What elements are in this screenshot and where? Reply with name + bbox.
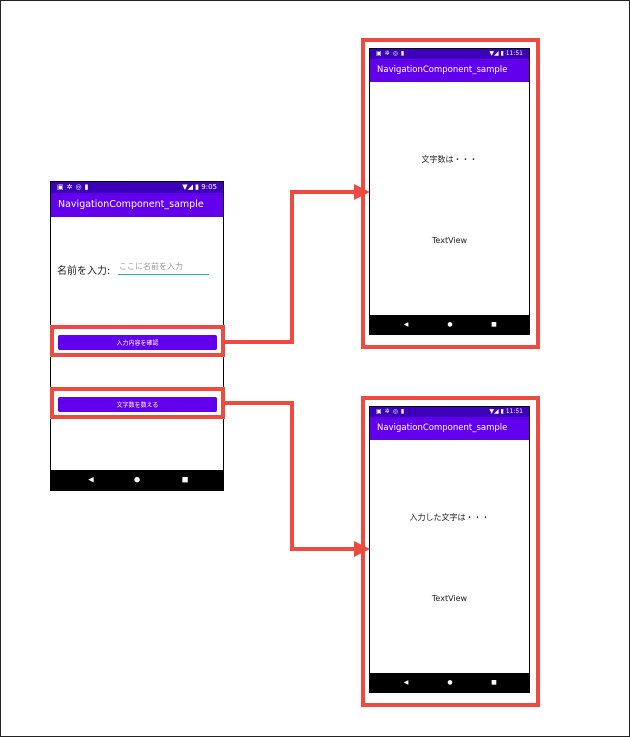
- back-icon[interactable]: ◀: [403, 320, 409, 328]
- home-icon[interactable]: ●: [447, 678, 453, 686]
- status-right: ▼◢ ▮ 11:51: [489, 408, 523, 415]
- status-bar: ▣✲◎▮ ▼◢ ▮ 11:51: [370, 49, 529, 59]
- arrow-head-icon: [354, 184, 370, 200]
- home-icon[interactable]: ●: [133, 475, 141, 484]
- count-characters-button[interactable]: 文字数を数える: [58, 397, 217, 412]
- app-bar-title: NavigationComponent_sample: [377, 65, 508, 75]
- count-result-phone: ▣✲◎▮ ▼◢ ▮ 11:51 NavigationComponent_samp…: [369, 48, 530, 335]
- confirm-input-button-label: 入力内容を確認: [116, 340, 159, 347]
- count-value-text: TextView: [431, 236, 468, 245]
- arrow-head-icon: [354, 541, 370, 557]
- main-screen-phone: ▣✲◎▮ ▼◢ ▮ 9:05 NavigationComponent_sampl…: [50, 181, 224, 491]
- input-value-text: TextView: [431, 594, 468, 603]
- app-bar: NavigationComponent_sample: [51, 193, 223, 217]
- recents-icon[interactable]: ■: [181, 475, 189, 484]
- status-right: ▼◢ ▮ 9:05: [182, 183, 217, 191]
- app-bar-title: NavigationComponent_sample: [377, 423, 508, 433]
- name-input-hint: ここに名前を入力: [119, 262, 183, 271]
- name-input[interactable]: ここに名前を入力: [118, 262, 209, 275]
- recents-icon[interactable]: ■: [491, 678, 497, 686]
- notification-icons: ▣✲◎▮: [376, 408, 408, 415]
- status-time: 11:51: [505, 50, 523, 57]
- status-right: ▼◢ ▮ 11:51: [489, 50, 523, 57]
- input-result-phone: ▣✲◎▮ ▼◢ ▮ 11:51 NavigationComponent_samp…: [369, 406, 530, 693]
- nav-bar: ◀ ● ■: [370, 315, 529, 334]
- home-icon[interactable]: ●: [447, 320, 453, 328]
- app-bar: NavigationComponent_sample: [370, 59, 529, 82]
- count-heading: 文字数は・・・: [421, 155, 478, 164]
- status-bar: ▣✲◎▮ ▼◢ ▮ 9:05: [51, 182, 223, 193]
- count-button-highlight: [50, 387, 225, 419]
- back-icon[interactable]: ◀: [403, 678, 409, 686]
- nav-bar: ◀ ● ■: [370, 673, 529, 692]
- name-label: 名前を入力:: [57, 266, 111, 277]
- count-characters-button-label: 文字数を数える: [116, 402, 159, 409]
- status-time: 11:51: [505, 408, 523, 415]
- notification-icons: ▣✲◎▮: [376, 50, 408, 57]
- arrow-to-input-screen: [225, 401, 356, 551]
- recents-icon[interactable]: ■: [491, 320, 497, 328]
- notification-icons: ▣✲◎▮: [57, 183, 92, 191]
- status-time: 9:05: [201, 183, 217, 191]
- app-bar-title: NavigationComponent_sample: [58, 199, 204, 210]
- confirm-input-button[interactable]: 入力内容を確認: [58, 335, 217, 350]
- confirm-button-highlight: [50, 325, 225, 357]
- status-bar: ▣✲◎▮ ▼◢ ▮ 11:51: [370, 407, 529, 417]
- arrow-to-count-screen: [225, 190, 356, 344]
- input-heading: 入力した文字は・・・: [409, 513, 490, 522]
- back-icon[interactable]: ◀: [88, 475, 94, 484]
- app-bar: NavigationComponent_sample: [370, 417, 529, 440]
- nav-bar: ◀ ● ■: [51, 470, 223, 490]
